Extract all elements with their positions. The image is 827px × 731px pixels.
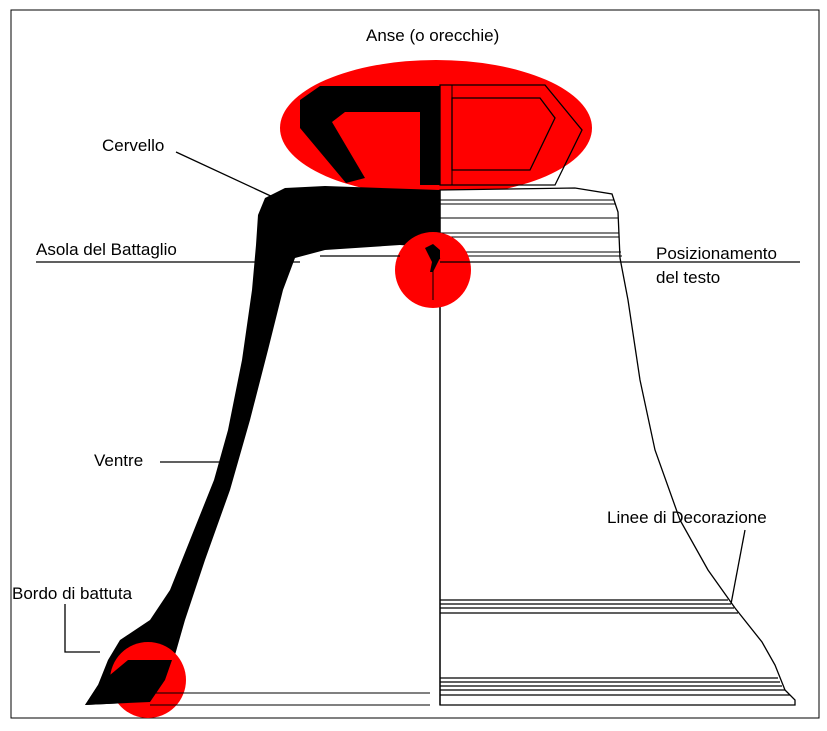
- label-posizionamento-line1: Posizionamento: [656, 244, 777, 263]
- anse-left-section: [300, 86, 440, 185]
- lip-lines: [150, 692, 430, 706]
- label-linee: Linee di Decorazione: [607, 508, 767, 527]
- bell-profile-section: [85, 186, 440, 705]
- leader-lines: [36, 151, 800, 653]
- asola-hook: [425, 244, 440, 272]
- label-posizionamento-line2: del testo: [656, 268, 721, 287]
- label-bordo: Bordo di battuta: [12, 584, 133, 603]
- diagram-frame: [10, 9, 820, 719]
- label-ventre: Ventre: [94, 451, 144, 470]
- label-cervello: Cervello: [102, 136, 165, 155]
- label-anse: Anse (o orecchie): [366, 26, 500, 45]
- label-asola: Asola del Battaglio: [36, 240, 177, 259]
- bordo-tip: [85, 660, 172, 705]
- shoulder-lines: [440, 199, 622, 257]
- bell-right-outline: [439, 187, 796, 706]
- label-posizionamento: Posizionamento del testo: [656, 242, 777, 290]
- decoration-lines: [440, 599, 790, 696]
- asola-hook-outline: [432, 257, 441, 300]
